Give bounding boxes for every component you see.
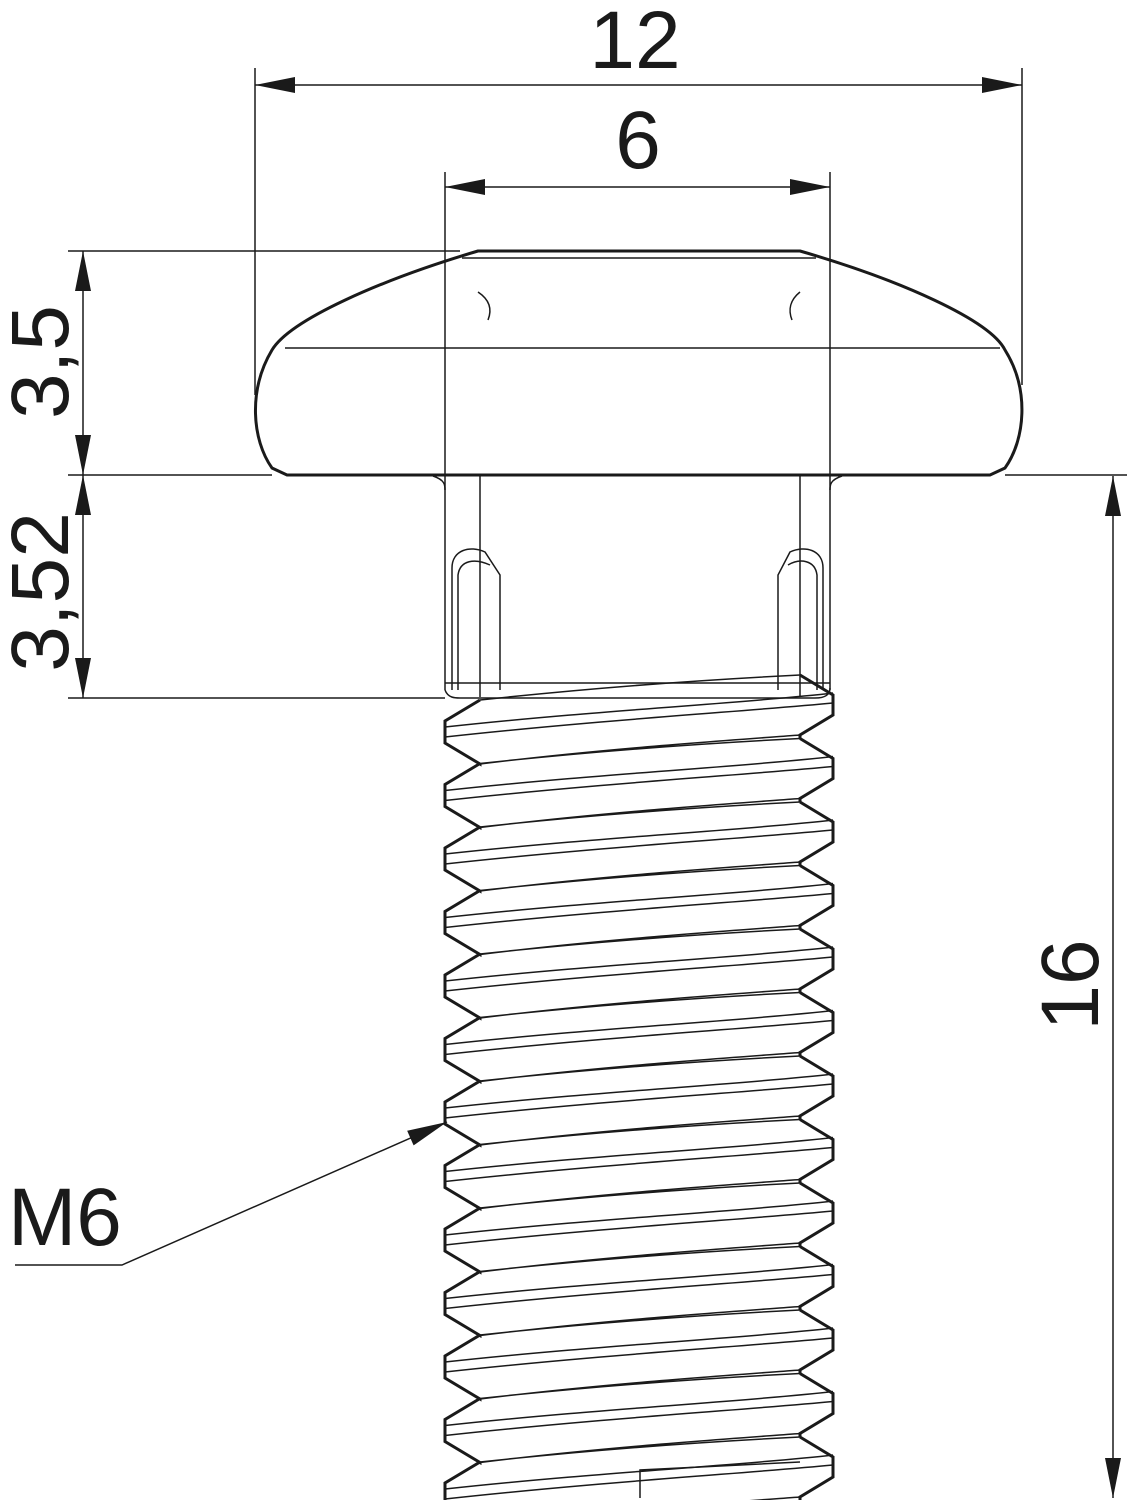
dimension-label-3-5: 3,5 — [0, 305, 86, 419]
dimension-shank-length: 16 — [1005, 474, 1127, 1498]
dimension-label-3-52: 3,52 — [0, 512, 86, 672]
thread-section — [443, 673, 835, 1500]
thread-helix-lines — [444, 674, 834, 1500]
bolt-head — [254, 249, 1024, 477]
dimension-heights: 3,5 3,52 — [0, 250, 460, 699]
thread-right-profile — [798, 673, 835, 1500]
dimension-label-12: 12 — [589, 0, 680, 86]
thread-label-m6: M6 — [8, 1172, 122, 1263]
dimension-neck-width: 6 — [444, 95, 831, 475]
dimension-head-diameter: 12 — [254, 0, 1023, 395]
thread-callout: M6 — [8, 1121, 448, 1266]
dimension-label-6: 6 — [615, 95, 661, 186]
thread-end-mark — [639, 1461, 801, 1498]
bolt-neck — [432, 475, 843, 699]
thread-left-profile — [443, 698, 482, 1500]
dimension-label-16: 16 — [1025, 939, 1116, 1030]
